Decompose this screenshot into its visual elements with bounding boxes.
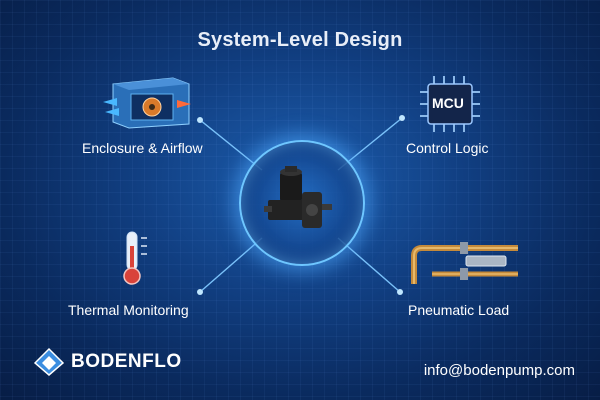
brand-logo[interactable]: BODENFLO [33, 347, 182, 377]
brand-name: BODENFLO [71, 351, 182, 372]
node-dot-control [399, 115, 405, 121]
contact-email[interactable]: info@bodenpump.com [423, 362, 575, 379]
control-logic-label: Control Logic [406, 140, 489, 156]
pneumatic-pipe-icon [411, 242, 518, 284]
thermometer-icon [123, 231, 147, 285]
node-dot-enclosure [197, 117, 203, 123]
thermal-monitoring-label: Thermal Monitoring [68, 302, 189, 318]
pump-icon [264, 166, 332, 228]
enclosure-airflow-label: Enclosure & Airflow [82, 140, 203, 156]
connector-pneumatic [337, 237, 401, 293]
enclosure-fan-icon [103, 77, 191, 129]
bodenflo-logo-icon [33, 347, 65, 376]
pneumatic-load-label: Pneumatic Load [408, 302, 510, 318]
mcu-chip-text: MCU [432, 95, 464, 111]
node-dot-thermal [197, 289, 203, 295]
page-title: System-Level Design [197, 29, 403, 51]
mcu-chip-icon [420, 76, 480, 132]
connector-enclosure [199, 119, 263, 171]
connector-thermal [199, 237, 263, 293]
node-dot-pneumatic [397, 289, 403, 295]
